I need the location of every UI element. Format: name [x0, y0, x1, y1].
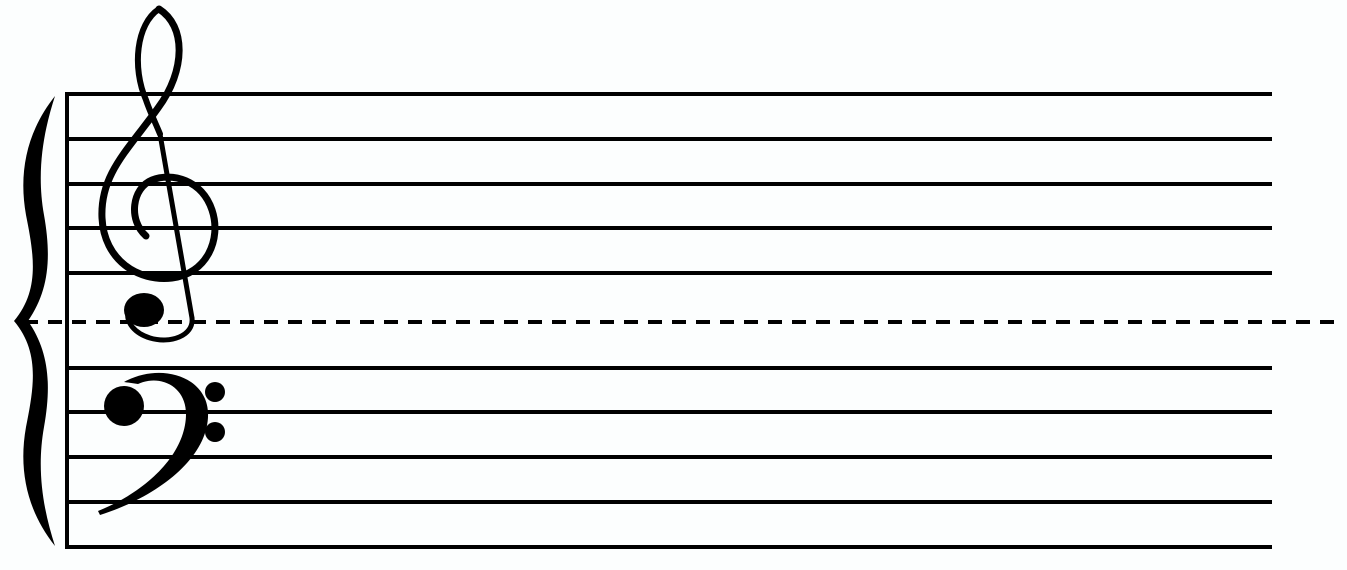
bass-clef-icon [98, 372, 225, 515]
brace-icon [14, 96, 55, 546]
treble-clef-icon [98, 5, 219, 343]
bass-staff [67, 366, 1272, 549]
treble-staff [67, 92, 1272, 275]
